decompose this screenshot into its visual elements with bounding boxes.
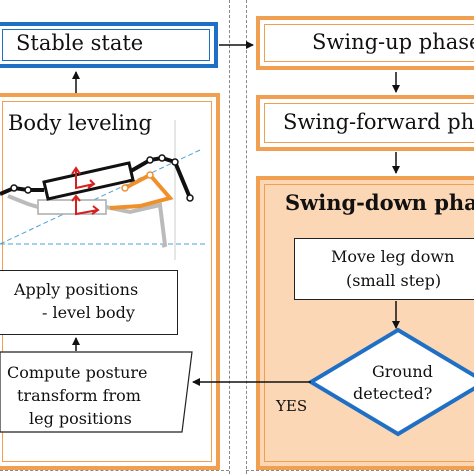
black-left-leg	[0, 185, 44, 196]
apply-positions-box	[0, 270, 178, 335]
stable-state-inner-frame	[2, 29, 210, 61]
apply-positions-label: Apply positions	[14, 280, 139, 299]
left-bottom-divider	[0, 470, 229, 471]
tilted-body	[42, 161, 135, 201]
swing-down-phase-box	[256, 176, 474, 470]
compute-posture-label-1: Compute posture	[7, 363, 148, 382]
right-bottom-divider	[246, 470, 474, 471]
frame-axes-icon	[71, 166, 100, 216]
right-column-divider	[246, 0, 247, 474]
swing-up-phase-inner-frame	[264, 24, 474, 62]
swing-down-phase-inner-frame	[264, 184, 474, 462]
swing-forward-phase-label: Swing-forward ph	[283, 110, 474, 134]
move-leg-down-box	[294, 238, 474, 300]
compute-posture-label-3: leg positions	[29, 409, 132, 428]
gray-right-leg	[105, 202, 168, 248]
swing-forward-phase-inner-frame	[264, 103, 474, 143]
move-leg-down-sublabel: (small step)	[346, 271, 442, 290]
apply-positions-sublabel: - level body	[42, 303, 135, 322]
ground-detected-label-1: Ground	[372, 362, 433, 381]
yes-label: YES	[276, 397, 308, 415]
ground-detected-decision	[307, 327, 474, 437]
body-leveling-title: Body leveling	[8, 111, 152, 135]
compute-posture-label-2: transform from	[17, 386, 141, 405]
swing-forward-phase-box	[256, 95, 474, 151]
compute-posture-box	[0, 351, 193, 433]
move-leg-down-label: Move leg down	[331, 247, 455, 266]
ground-detected-label-2: detected?	[353, 384, 433, 403]
orange-leg	[109, 172, 174, 210]
swing-up-phase-label: Swing-up phase	[312, 30, 474, 54]
tilted-ground-line	[0, 149, 201, 245]
swing-down-phase-title: Swing-down pha	[285, 190, 474, 215]
left-column-divider	[229, 0, 230, 474]
stable-state-label: Stable state	[16, 31, 144, 55]
gray-left-leg	[7, 194, 39, 209]
robot-illustration	[0, 120, 205, 260]
